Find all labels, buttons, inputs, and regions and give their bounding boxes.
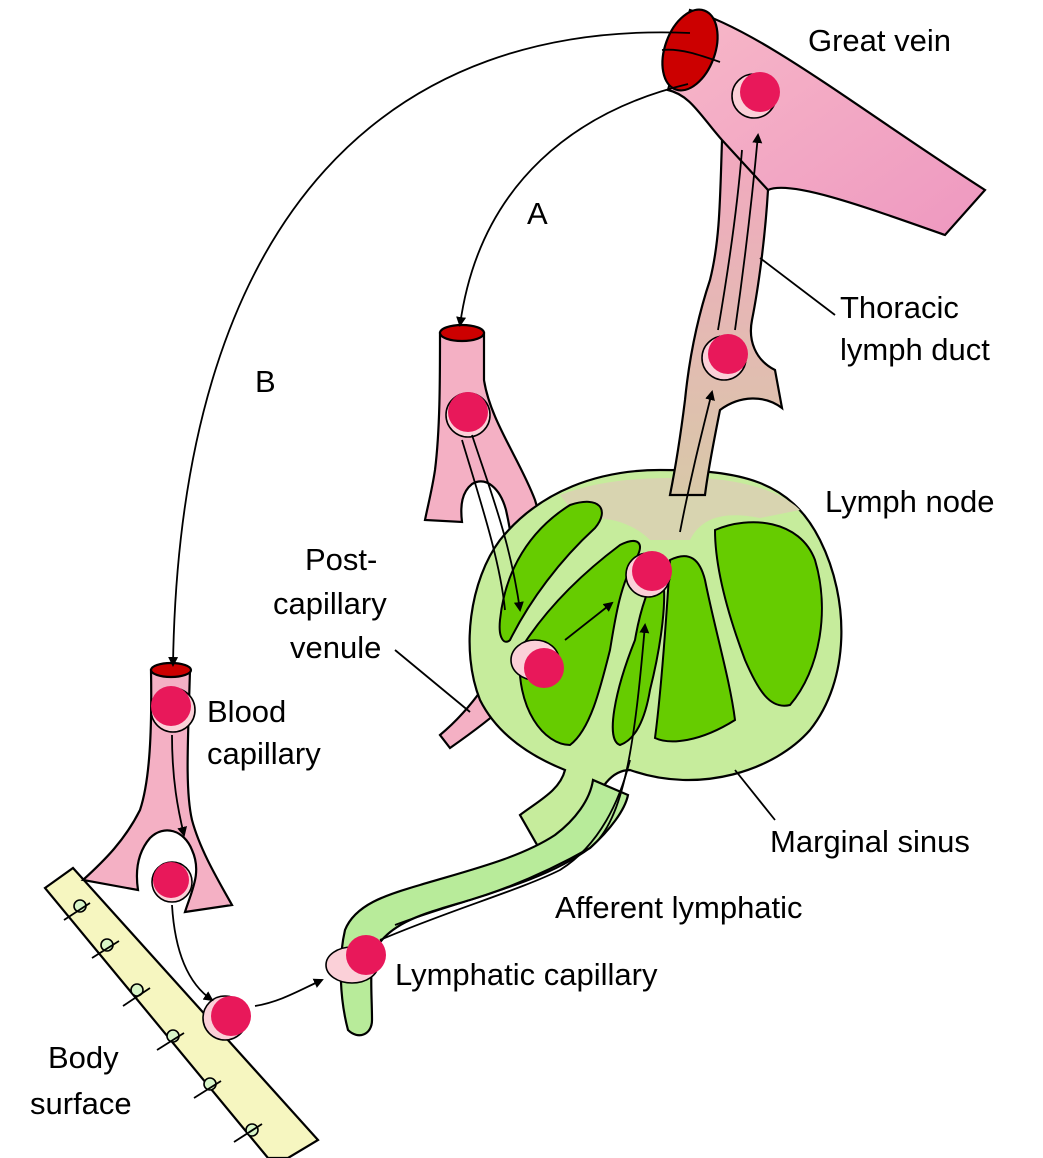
route-a-arrow xyxy=(460,84,688,325)
label-route-b: B xyxy=(255,364,276,399)
marginal-sinus-leader xyxy=(735,770,775,820)
label-postcap-1: Post- xyxy=(305,542,377,577)
to-lymphatic-arrow xyxy=(255,980,322,1006)
label-postcap-2: capillary xyxy=(273,586,387,621)
lymphocyte xyxy=(203,996,251,1040)
thoracic-duct-leader xyxy=(760,258,835,315)
label-lymphatic-capillary: Lymphatic capillary xyxy=(395,957,658,992)
lymphocyte xyxy=(152,862,192,902)
thoracic-duct-vessel xyxy=(670,140,782,495)
label-lymph-node: Lymph node xyxy=(825,484,994,519)
thoracic-lymph-duct xyxy=(670,140,782,495)
label-blood-cap-2: capillary xyxy=(207,736,321,771)
venule-lumen xyxy=(440,325,484,341)
label-body-surface-2: surface xyxy=(30,1086,132,1121)
postcap-venule-leader xyxy=(395,650,470,712)
label-thoracic-duct-2: lymph duct xyxy=(840,332,990,367)
label-afferent-lymphatic: Afferent lymphatic xyxy=(555,890,803,925)
label-marginal-sinus: Marginal sinus xyxy=(770,824,970,859)
label-body-surface-1: Body xyxy=(48,1040,119,1075)
label-great-vein: Great vein xyxy=(808,23,951,58)
label-postcap-3: venule xyxy=(290,630,381,665)
label-thoracic-duct-1: Thoracic xyxy=(840,290,959,325)
label-route-a: A xyxy=(527,196,548,231)
lymphocyte xyxy=(326,935,386,983)
lymphocyte xyxy=(446,392,490,437)
label-blood-cap-1: Blood xyxy=(207,694,286,729)
blood-capillary-lumen xyxy=(151,663,191,677)
